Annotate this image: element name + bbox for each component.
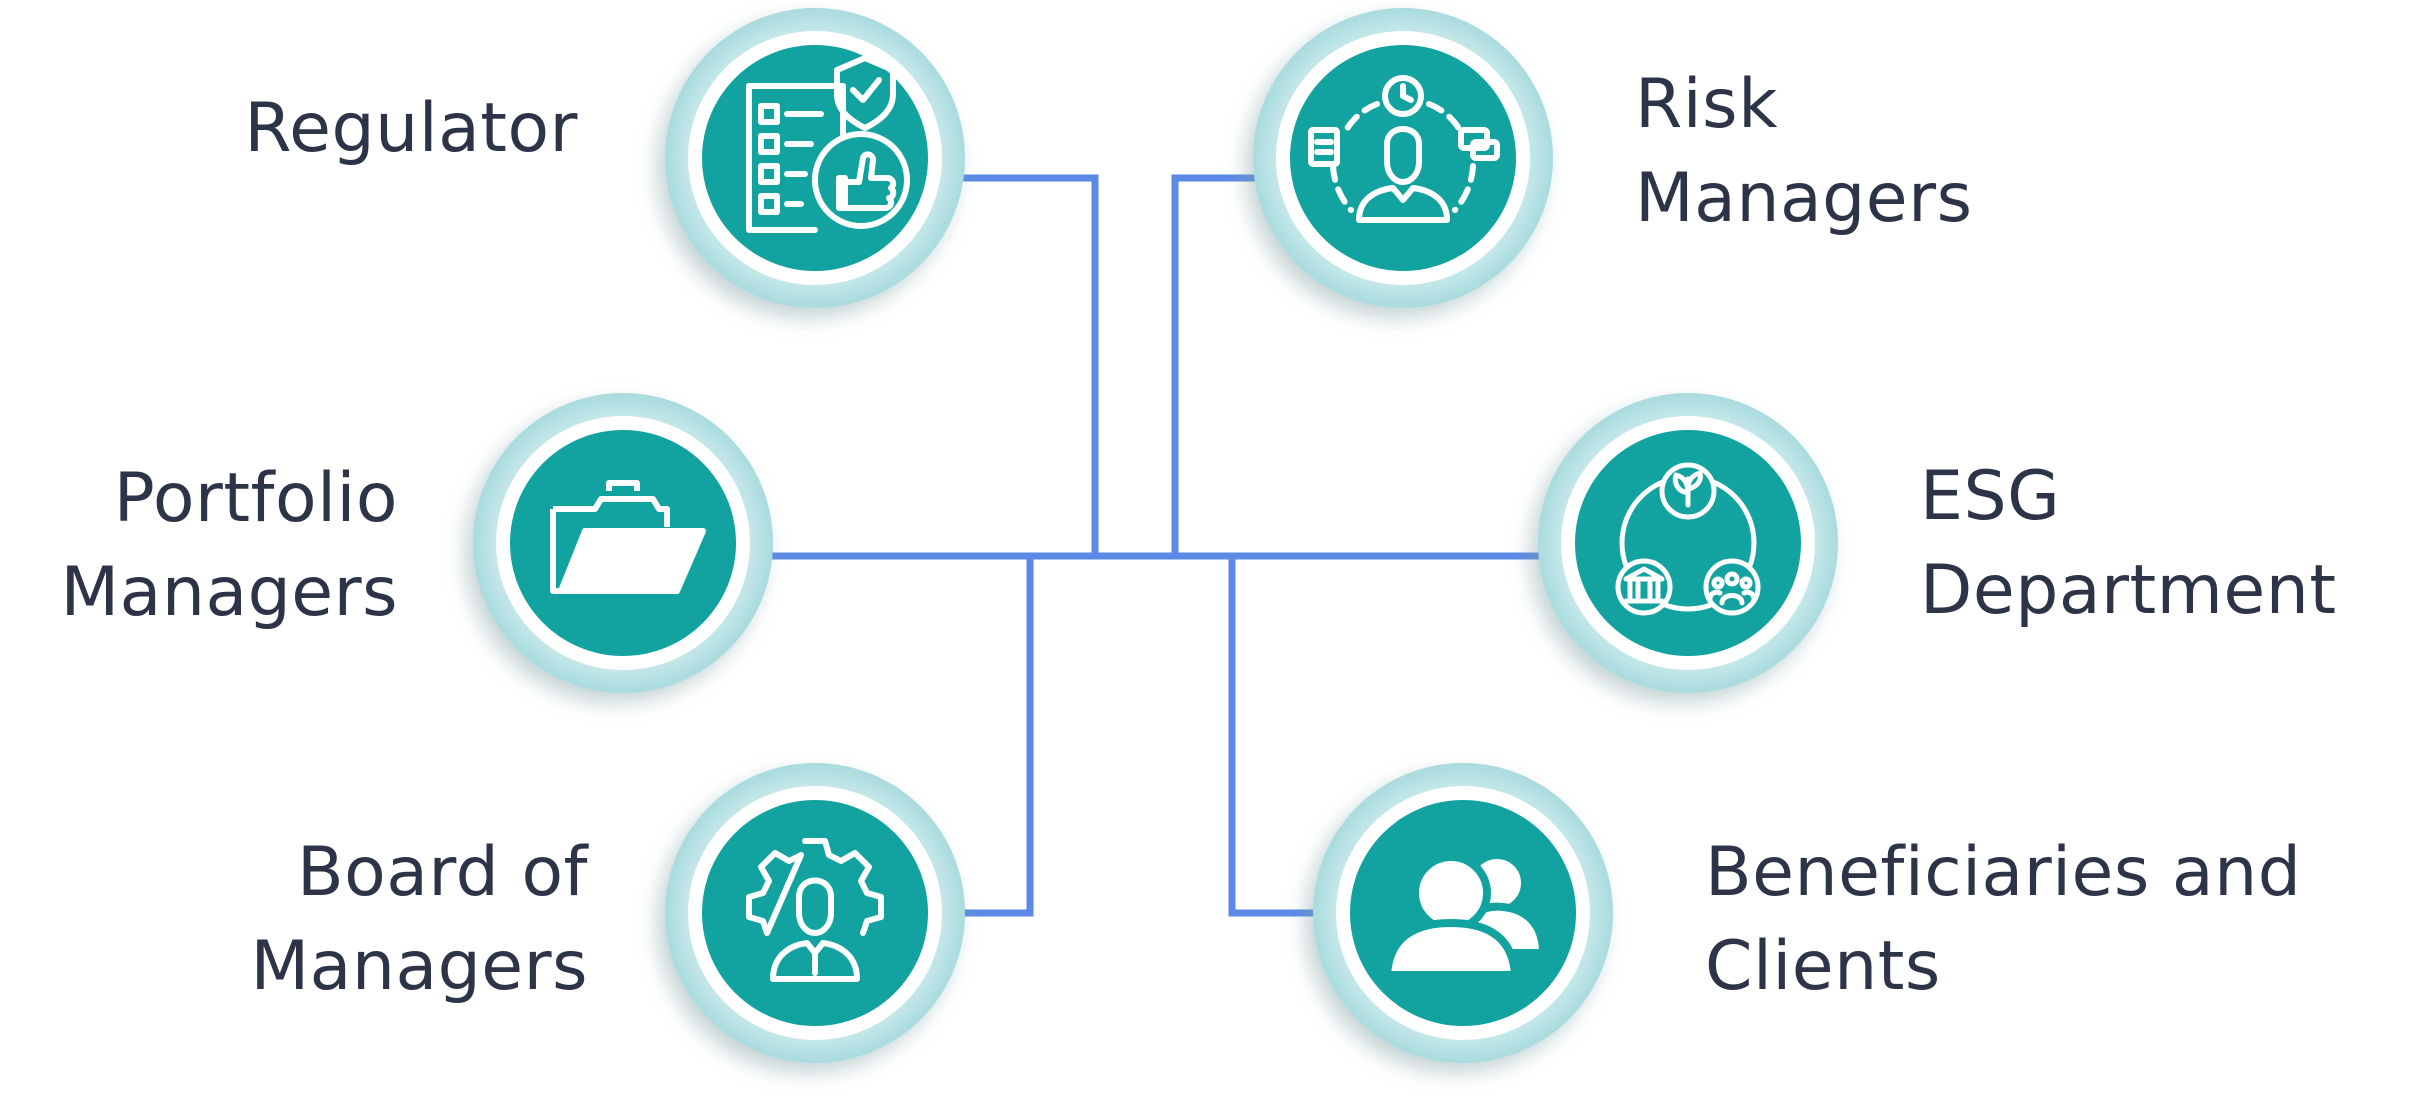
risk-manager-icon <box>1308 75 1500 223</box>
label-regulator: Regulator <box>244 82 578 176</box>
gear-person-icon <box>746 838 884 982</box>
label-esg-department-line-1: ESG <box>1920 457 2061 536</box>
label-portfolio-managers: Portfolio Managers <box>61 452 399 640</box>
label-esg-department-line-2: Department <box>1920 551 2337 630</box>
node-board-of-managers <box>665 763 965 1063</box>
label-board-of-managers: Board of Managers <box>251 826 589 1014</box>
label-risk-managers-line-2: Managers <box>1635 159 1973 238</box>
connector-beneficiaries <box>1228 556 1340 917</box>
label-portfolio-managers-line-1: Portfolio <box>113 459 398 538</box>
node-esg-department <box>1538 393 1838 693</box>
node-risk-managers <box>1253 8 1553 308</box>
label-portfolio-managers-line-2: Managers <box>60 553 398 632</box>
label-beneficiaries-and-clients: Beneficiaries and Clients <box>1705 826 2301 1014</box>
label-beneficiaries-line-2: Clients <box>1705 927 1941 1006</box>
label-board-of-managers-line-2: Managers <box>250 927 588 1006</box>
label-regulator-line-1: Regulator <box>244 89 578 168</box>
label-esg-department: ESG Department <box>1920 450 2337 638</box>
label-risk-managers-line-1: Risk <box>1635 65 1778 144</box>
compliance-checklist-icon <box>746 55 910 233</box>
node-beneficiaries-and-clients <box>1313 763 1613 1063</box>
connector-lines <box>750 174 1550 917</box>
label-risk-managers: Risk Managers <box>1635 58 1973 246</box>
esg-cycle-icon <box>1615 462 1761 616</box>
connector-risk-managers <box>1171 174 1270 556</box>
node-portfolio-managers <box>473 393 773 693</box>
people-icon <box>1382 851 1548 979</box>
connector-regulator <box>945 174 1099 556</box>
folder-icon <box>550 480 706 594</box>
node-regulator <box>665 8 965 308</box>
label-beneficiaries-line-1: Beneficiaries and <box>1705 833 2302 912</box>
connector-board-of-managers <box>945 556 1034 917</box>
label-board-of-managers-line-1: Board of <box>296 833 588 912</box>
